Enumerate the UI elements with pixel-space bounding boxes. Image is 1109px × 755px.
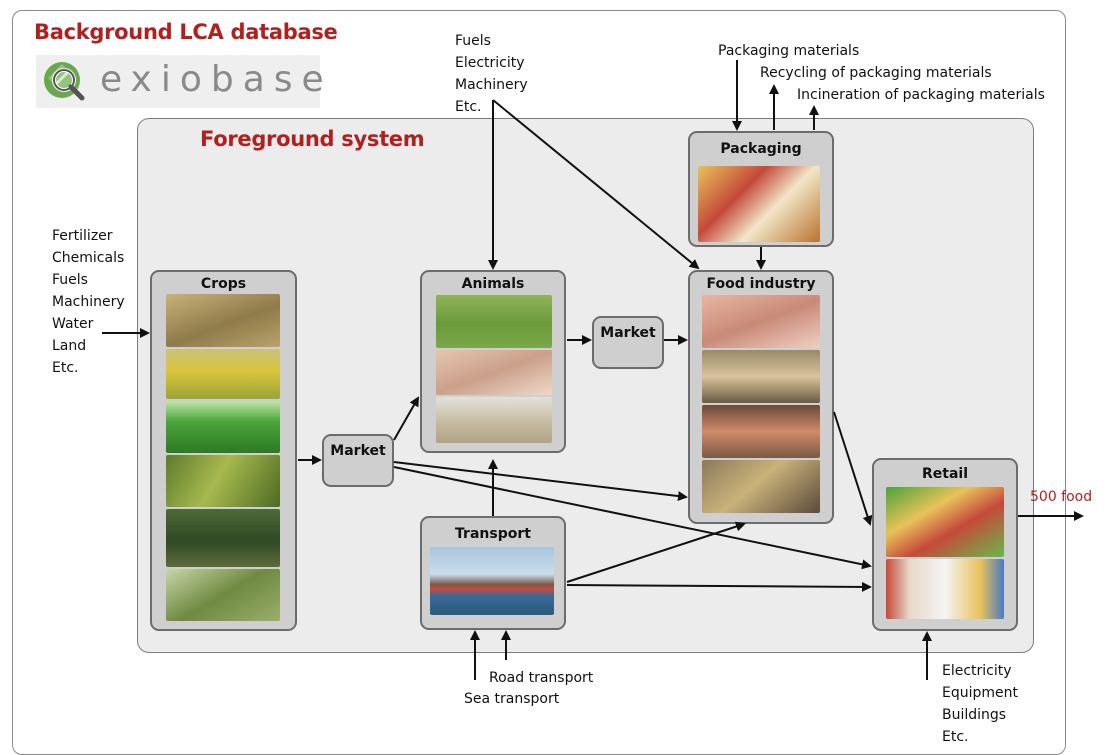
pigs-photo — [436, 350, 552, 395]
maize-photo — [166, 455, 280, 507]
produce-photo — [886, 487, 1004, 557]
arrow-transport-to-retail — [566, 581, 872, 592]
packaging-label: Packaging — [720, 141, 802, 157]
road-transport-label: Road transport — [489, 670, 594, 686]
arrow-market-to-food-industry — [393, 461, 688, 502]
food-industry-label: Food industry — [706, 276, 816, 292]
arrow-food-industry-to-retail — [833, 411, 873, 526]
crops-inputs-list: Fertilizer Chemicals Fuels Machinery Wat… — [52, 225, 125, 379]
exiobase-logo: exiobase — [36, 55, 324, 108]
arrow-transport-to-food-industry — [566, 521, 746, 583]
input-item: Machinery — [52, 294, 125, 310]
packaging-photo — [698, 166, 820, 242]
wheat-photo — [166, 294, 280, 347]
output-label: 500 food — [1030, 489, 1093, 505]
sausages-photo — [702, 295, 820, 348]
input-item: Etc. — [942, 729, 969, 745]
input-item: Fuels — [52, 272, 88, 288]
input-item: Buildings — [942, 707, 1007, 723]
chickens-photo — [436, 397, 552, 443]
beans-photo — [166, 569, 280, 621]
input-item: Fuels — [455, 33, 491, 49]
sea-transport-label: Sea transport — [464, 691, 560, 707]
foreground-title: Foreground system — [200, 127, 425, 151]
input-item: Water — [52, 316, 94, 332]
poultry-processing-photo — [702, 405, 820, 458]
rapeseed-photo — [166, 349, 280, 399]
animals-label: Animals — [461, 276, 525, 292]
logo-wordmark: exiobase — [100, 59, 333, 100]
input-item: Etc. — [455, 99, 482, 115]
input-item: Equipment — [942, 685, 1018, 701]
market-box-crops: Market — [322, 434, 394, 487]
packaging-box: Packaging — [688, 131, 834, 247]
container-ship-photo — [430, 547, 554, 615]
oil-palm-photo — [166, 509, 280, 567]
food-industry-box: Food industry — [688, 270, 834, 524]
arrow-market-to-animals — [393, 396, 419, 441]
input-item: Land — [52, 338, 87, 354]
input-item: Machinery — [455, 77, 528, 93]
grass-photo — [166, 401, 280, 453]
input-item: Electricity — [942, 663, 1012, 679]
input-item: Chemicals — [52, 250, 125, 266]
background-title: Background LCA database — [34, 20, 338, 44]
canning-line-photo — [702, 350, 820, 403]
crops-box: Crops — [150, 270, 297, 631]
retail-label: Retail — [921, 466, 968, 482]
animals-box: Animals — [420, 270, 566, 453]
crops-label: Crops — [200, 276, 247, 292]
milk-processing-photo — [702, 460, 820, 513]
retail-inputs-list: Electricity Equipment Buildings Etc. — [942, 660, 1018, 748]
top-inputs-list: Fuels Electricity Machinery Etc. — [455, 30, 528, 118]
cow-photo — [436, 295, 552, 348]
input-item: Etc. — [52, 360, 79, 376]
input-item: Fertilizer — [52, 228, 113, 244]
arrow-fuels-to-food-industry — [492, 99, 700, 270]
arrow-market-to-retail — [393, 466, 872, 570]
market-label: Market — [600, 325, 656, 341]
transport-box: Transport — [420, 516, 566, 630]
market-box-animals: Market — [592, 316, 664, 369]
magnifier-leaf-icon — [44, 62, 85, 101]
retail-box: Retail — [872, 458, 1018, 631]
input-item: Electricity — [455, 55, 525, 71]
transport-label: Transport — [455, 526, 531, 542]
incineration-label: Incineration of packaging materials — [797, 87, 1045, 103]
packaging-materials-label: Packaging materials — [718, 43, 860, 59]
market-label: Market — [330, 443, 386, 459]
supermarket-aisle-photo — [886, 559, 1004, 619]
recycling-label: Recycling of packaging materials — [760, 65, 992, 81]
